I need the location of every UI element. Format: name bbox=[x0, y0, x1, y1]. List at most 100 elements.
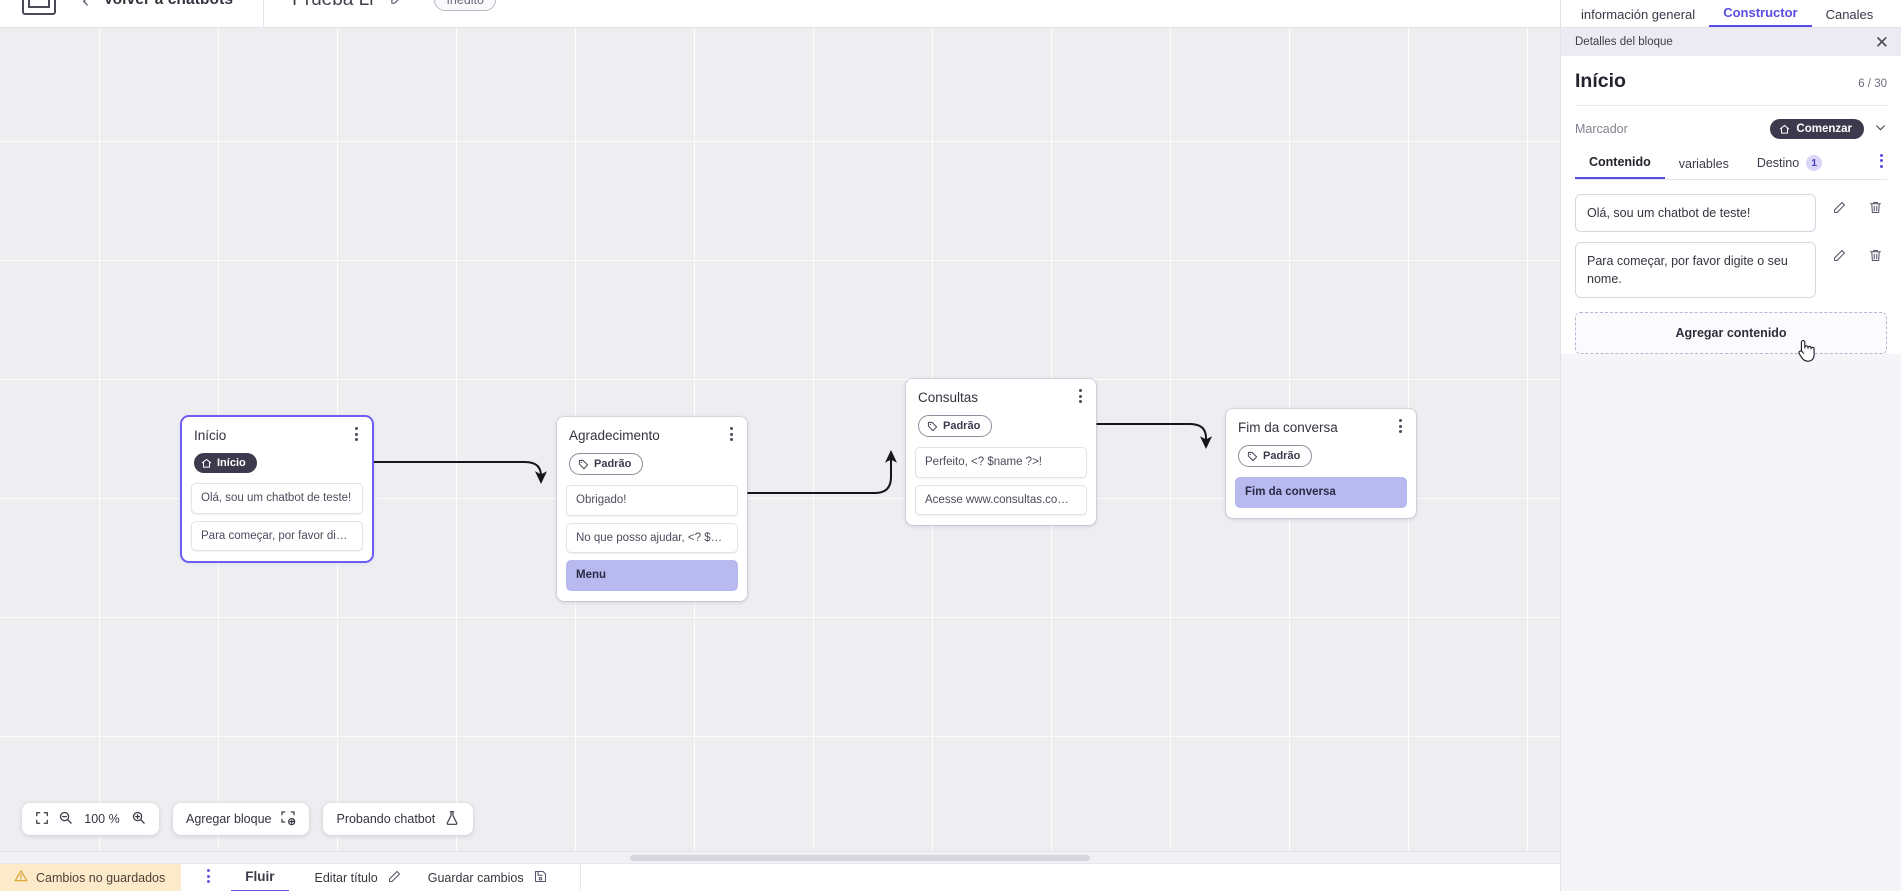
kebab-menu-icon[interactable] bbox=[1073, 389, 1087, 405]
panel-top-tabs: información general Constructor Canales bbox=[1561, 0, 1901, 28]
flow-canvas[interactable]: Início Início Olá, sou um chatbot de tes… bbox=[0, 28, 1560, 863]
node-chip-label: Padrão bbox=[943, 420, 981, 433]
warning-icon bbox=[14, 869, 28, 886]
node-header: Agradecimento Padrão bbox=[557, 417, 747, 485]
page-title: Início bbox=[1575, 70, 1626, 92]
canvas-horizontal-scrollbar[interactable] bbox=[0, 851, 1560, 863]
details-tabs: Contenido variables Destino 1 bbox=[1575, 150, 1887, 180]
block-details-body: Início 6 / 30 Marcador Comenzar Con bbox=[1561, 56, 1901, 355]
save-icon bbox=[533, 869, 548, 887]
zoom-out-icon[interactable] bbox=[58, 810, 73, 828]
close-icon[interactable]: ✕ bbox=[1874, 32, 1889, 52]
pencil-icon[interactable] bbox=[1832, 200, 1847, 220]
flow-node-inicio[interactable]: Início Início Olá, sou um chatbot de tes… bbox=[182, 417, 372, 562]
block-title-row: Início 6 / 30 bbox=[1575, 56, 1887, 106]
flask-icon bbox=[444, 810, 460, 829]
connection-edges bbox=[372, 423, 1212, 494]
test-chatbot-label: Probando chatbot bbox=[336, 812, 436, 826]
kebab-menu-icon[interactable] bbox=[349, 427, 363, 443]
back-to-chatbots-link[interactable]: Volver a chatbots bbox=[103, 0, 233, 9]
node-chip-label: Padrão bbox=[594, 458, 632, 471]
kebab-menu-icon[interactable] bbox=[724, 427, 738, 443]
flow-node-consultas[interactable]: Consultas Padrão Perfeito, <? $name ?>! … bbox=[906, 379, 1096, 526]
kebab-menu-icon[interactable] bbox=[201, 869, 215, 886]
tag-icon bbox=[578, 459, 589, 469]
node-header: Início Início bbox=[182, 417, 372, 483]
flow-node-fim-da-conversa[interactable]: Fim da conversa Padrão Fim da conversa bbox=[1226, 409, 1416, 518]
node-header: Consultas Padrão bbox=[906, 379, 1096, 447]
node-message[interactable]: Obrigado! bbox=[566, 485, 738, 516]
scrollbar-thumb[interactable] bbox=[630, 855, 1090, 861]
node-message[interactable]: Perfeito, <? $name ?>! bbox=[915, 447, 1087, 478]
fit-screen-icon[interactable] bbox=[35, 811, 49, 828]
tab-destino[interactable]: Destino 1 bbox=[1743, 150, 1836, 179]
header-divider bbox=[263, 0, 265, 28]
node-header: Fim da conversa Padrão bbox=[1226, 409, 1416, 477]
save-changes-label: Guardar cambios bbox=[427, 870, 524, 885]
node-title: Consultas bbox=[918, 390, 979, 405]
home-icon bbox=[201, 458, 212, 468]
node-chip: Padrão bbox=[1238, 445, 1313, 468]
node-message[interactable]: Olá, sou um chatbot de teste! bbox=[191, 483, 363, 514]
block-counter: 6 / 30 bbox=[1858, 78, 1887, 90]
tab-contenido[interactable]: Contenido bbox=[1575, 150, 1665, 179]
chatbot-name: Prueba Li bbox=[292, 0, 373, 11]
content-text[interactable]: Para começar, por favor digite o seu nom… bbox=[1575, 242, 1816, 299]
node-title: Fim da conversa bbox=[1238, 420, 1338, 435]
chevron-left-icon[interactable]: ‹ bbox=[82, 0, 89, 11]
pencil-icon[interactable] bbox=[1832, 248, 1847, 268]
node-message-menu[interactable]: Menu bbox=[566, 560, 738, 591]
unsaved-changes-indicator: Cambios no guardados bbox=[0, 863, 182, 891]
node-chip: Início bbox=[194, 453, 257, 474]
zoom-in-icon[interactable] bbox=[131, 810, 146, 828]
tab-canales[interactable]: Canales bbox=[1825, 7, 1874, 22]
add-block-icon bbox=[280, 810, 296, 829]
tab-fluir[interactable]: Fluir bbox=[231, 864, 289, 891]
node-chip-label: Padrão bbox=[1263, 450, 1301, 463]
kebab-menu-icon[interactable] bbox=[1876, 153, 1887, 180]
edit-title-label: Editar título bbox=[314, 870, 378, 885]
top-bar: ‹ Volver a chatbots Prueba Li Inédito bbox=[0, 0, 1560, 28]
tab-variables[interactable]: variables bbox=[1665, 152, 1743, 179]
tag-icon bbox=[1247, 451, 1258, 461]
tab-destino-label: Destino bbox=[1756, 156, 1800, 170]
pencil-icon bbox=[387, 869, 402, 887]
tab-informacion-general[interactable]: información general bbox=[1581, 7, 1696, 22]
home-icon bbox=[1780, 124, 1790, 134]
content-text[interactable]: Olá, sou um chatbot de teste! bbox=[1575, 194, 1816, 233]
marker-start-pill[interactable]: Comenzar bbox=[1770, 119, 1864, 139]
add-content-button[interactable]: Agregar contenido bbox=[1575, 312, 1887, 355]
node-message-menu[interactable]: Fim da conversa bbox=[1235, 477, 1407, 508]
edit-title-button[interactable]: Editar título bbox=[315, 869, 402, 887]
tag-icon bbox=[927, 421, 938, 431]
test-chatbot-button[interactable]: Probando chatbot bbox=[323, 803, 474, 835]
chevron-down-icon[interactable] bbox=[1874, 121, 1887, 137]
node-message[interactable]: No que posso ajudar, <? $name ... bbox=[566, 522, 738, 554]
node-body: Olá, sou um chatbot de teste! Para começ… bbox=[182, 483, 372, 561]
brand-logo-icon bbox=[22, 0, 56, 15]
node-chip: Padrão bbox=[918, 415, 993, 438]
trash-icon[interactable] bbox=[1868, 248, 1883, 268]
block-details-title: Detalles del bloque bbox=[1575, 36, 1673, 48]
pencil-icon[interactable] bbox=[389, 0, 406, 11]
save-changes-button[interactable]: Guardar cambios bbox=[428, 869, 548, 887]
node-message[interactable]: Para começar, por favor digite o ... bbox=[191, 520, 363, 552]
unsaved-changes-label: Cambios no guardados bbox=[36, 870, 166, 885]
status-badge: Inédito bbox=[434, 0, 496, 11]
block-details-header: Detalles del bloque ✕ bbox=[1561, 28, 1901, 56]
status-bar: Cambios no guardados Fluir Editar título… bbox=[0, 863, 1560, 891]
canvas-toolbar: 100 % Agregar bloque Probando chatbot bbox=[22, 803, 474, 835]
marker-label: Marcador bbox=[1575, 122, 1628, 136]
node-title: Início bbox=[194, 428, 227, 443]
kebab-menu-icon[interactable] bbox=[1393, 419, 1407, 435]
content-item-actions bbox=[1816, 194, 1887, 220]
node-message[interactable]: Acesse www.consultas.com par... bbox=[915, 484, 1087, 516]
marker-controls: Comenzar bbox=[1770, 119, 1887, 139]
trash-icon[interactable] bbox=[1868, 200, 1883, 220]
zoom-controls[interactable]: 100 % bbox=[22, 803, 159, 835]
add-block-button[interactable]: Agregar bloque bbox=[173, 803, 310, 835]
marker-row: Marcador Comenzar bbox=[1575, 106, 1887, 150]
marker-start-label: Comenzar bbox=[1796, 123, 1852, 135]
tab-constructor[interactable]: Constructor bbox=[1709, 6, 1812, 27]
flow-node-agradecimento[interactable]: Agradecimento Padrão Obrigado! No que po… bbox=[557, 417, 747, 601]
